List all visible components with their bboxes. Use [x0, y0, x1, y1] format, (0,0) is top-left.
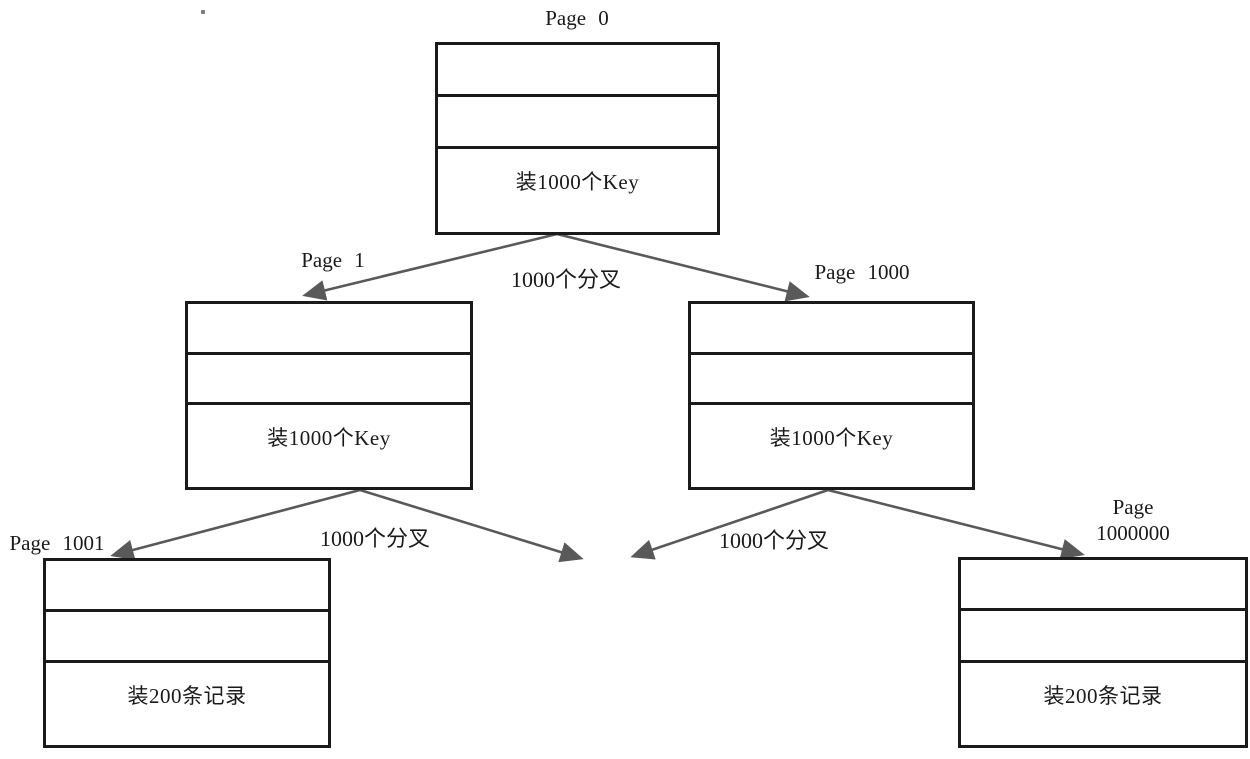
node-page0-content: 装1000个Key: [438, 145, 717, 232]
node-page1-row1: [188, 304, 470, 352]
node-page0-row1: [438, 45, 717, 94]
node-label-page1000000-line2: 1000000: [1096, 521, 1170, 545]
node-page0: 装1000个Key: [435, 42, 720, 235]
node-page1001-row1: [46, 561, 328, 609]
node-page1: 装1000个Key: [185, 301, 473, 490]
node-page1000-content: 装1000个Key: [691, 402, 972, 487]
node-label-page1000000-line1: Page: [1112, 495, 1154, 519]
node-page1000: 装1000个Key: [688, 301, 975, 490]
node-page1001-content: 装200条记录: [46, 660, 328, 745]
node-page1001: 装200条记录: [43, 558, 331, 748]
node-page1-row2: [188, 351, 470, 403]
node-page0-row2: [438, 93, 717, 146]
node-page1001-row2: [46, 609, 328, 660]
node-label-page0: Page 0: [545, 6, 609, 30]
node-label-page1000: Page 1000: [814, 260, 910, 284]
edge-page1000-to-page1000000: [827, 488, 1085, 560]
edge-label-root-fanout: 1000个分叉: [510, 267, 622, 292]
node-page1000000: 装200条记录: [958, 557, 1248, 748]
node-page1000000-row1: [961, 560, 1245, 608]
node-label-page1001: Page 1001: [9, 531, 105, 555]
node-label-page1000000: Page 1000000: [1096, 494, 1170, 546]
node-page1-content: 装1000个Key: [188, 402, 470, 487]
node-page1000000-content: 装200条记录: [961, 659, 1245, 745]
node-page1000-row2: [691, 351, 972, 403]
node-label-page1: Page 1: [301, 248, 365, 272]
edge-label-left-fanout: 1000个分叉: [319, 526, 431, 551]
node-page1000-row1: [691, 304, 972, 352]
edge-label-right-fanout: 1000个分叉: [718, 528, 830, 553]
stray-dot-artifact: [201, 10, 205, 14]
node-page1000000-row2: [961, 608, 1245, 659]
